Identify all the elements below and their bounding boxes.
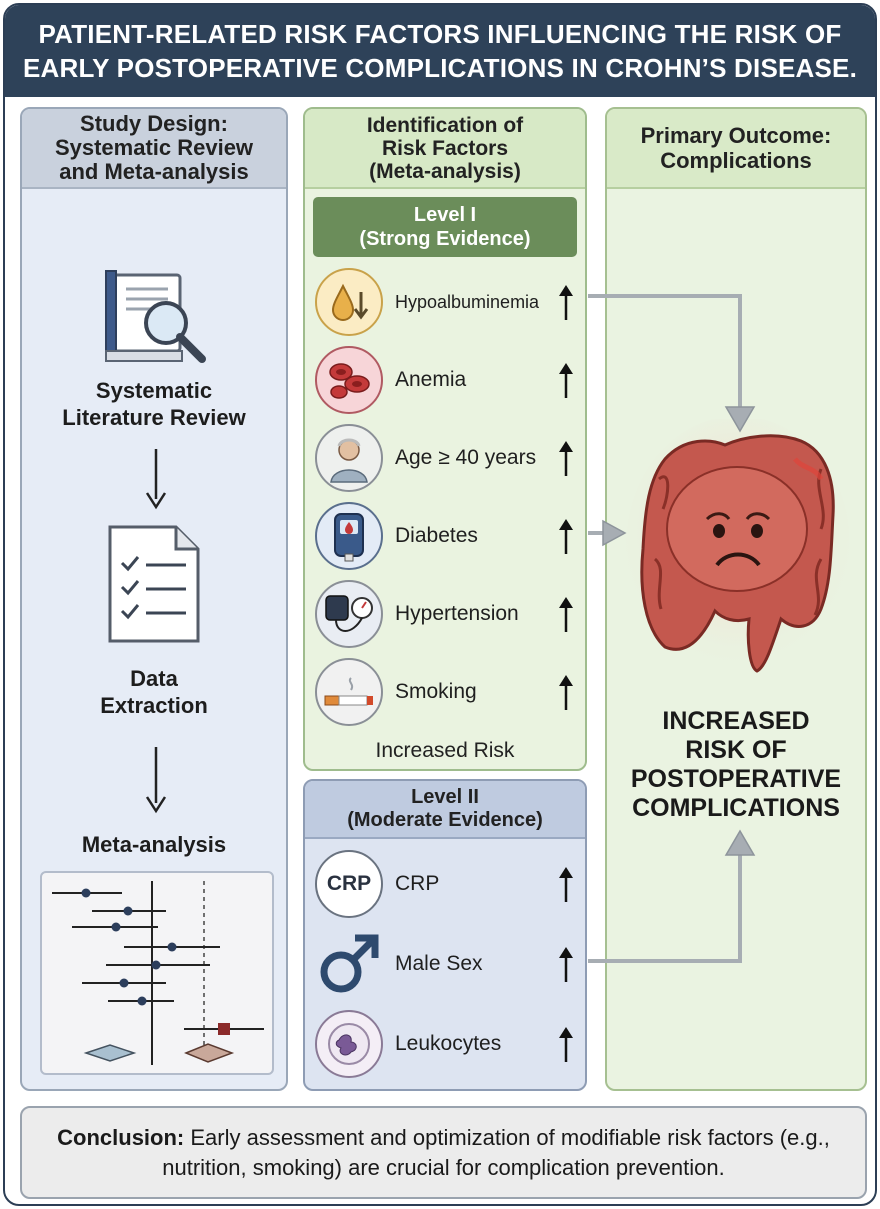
risk-factor-crp: CRP CRP bbox=[315, 849, 577, 919]
up-arrow-icon bbox=[555, 360, 577, 400]
crp-badge-icon: CRP bbox=[315, 850, 383, 918]
level-2-panel: Level II (Moderate Evidence) CRP CRP Mal… bbox=[303, 779, 587, 1091]
outcome-result-line-4: COMPLICATIONS bbox=[632, 794, 840, 822]
header-title-line-2: EARLY POSTOPERATIVE COMPLICATIONS IN CRO… bbox=[22, 53, 858, 83]
identification-title-1: Identification of bbox=[366, 113, 524, 137]
step-2-line-2: Extraction bbox=[100, 693, 208, 718]
glucometer-icon bbox=[315, 502, 383, 570]
study-design-column: Study Design: Systematic Review and Meta… bbox=[20, 107, 288, 1091]
identification-title-2: Risk Factors bbox=[381, 136, 509, 160]
risk-label: Smoking bbox=[395, 680, 477, 703]
elderly-person-icon bbox=[315, 424, 383, 492]
step-3-line-1: Meta-analysis bbox=[81, 832, 227, 857]
level-2-title: Level II bbox=[411, 786, 479, 808]
risk-factor-hypoalbuminemia: Hypoalbuminemia bbox=[315, 267, 577, 337]
up-arrow-icon bbox=[555, 516, 577, 556]
outcome-column: Primary Outcome: Complications INCREASED bbox=[605, 107, 867, 1091]
albumin-drop-icon bbox=[315, 268, 383, 336]
cigarette-icon bbox=[315, 658, 383, 726]
step-1-line-1: Systematic bbox=[95, 378, 213, 403]
risk-label: Male Sex bbox=[395, 952, 483, 975]
outcome-result-line-2: RISK OF bbox=[685, 736, 787, 764]
up-arrow-icon bbox=[555, 1024, 577, 1064]
step-literature-review: Systematic Literature Review bbox=[22, 377, 286, 431]
up-arrow-icon bbox=[555, 672, 577, 712]
risk-factor-male-sex: Male Sex bbox=[315, 929, 577, 999]
level-2-header: Level II (Moderate Evidence) bbox=[305, 781, 585, 839]
study-design-title-3: and Meta-analysis bbox=[59, 159, 249, 184]
up-arrow-icon bbox=[555, 594, 577, 634]
risk-label: Hypertension bbox=[395, 602, 519, 625]
checklist-icon bbox=[108, 525, 200, 643]
header-banner: PATIENT-RELATED RISK FACTORS INFLUENCING… bbox=[5, 5, 875, 97]
infographic-frame: PATIENT-RELATED RISK FACTORS INFLUENCING… bbox=[3, 3, 877, 1206]
identification-title-3: (Meta-analysis) bbox=[369, 159, 521, 183]
level-2-subtitle: (Moderate Evidence) bbox=[347, 809, 543, 831]
risk-label: Leukocytes bbox=[395, 1032, 502, 1055]
risk-label: Age ≥ 40 years bbox=[395, 446, 537, 469]
outcome-title-1: Primary Outcome: bbox=[640, 123, 832, 148]
forest-plot-icon bbox=[40, 871, 274, 1075]
male-symbol-icon bbox=[315, 930, 383, 998]
up-arrow-icon bbox=[555, 438, 577, 478]
level-1-subtitle: (Strong Evidence) bbox=[359, 228, 531, 250]
up-arrow-icon bbox=[555, 864, 577, 904]
conclusion-box: Conclusion: Early assessment and optimiz… bbox=[20, 1106, 867, 1199]
sad-colon-icon bbox=[626, 419, 850, 673]
down-arrow-icon bbox=[145, 747, 167, 814]
study-design-header: Study Design: Systematic Review and Meta… bbox=[22, 109, 286, 189]
risk-label: Diabetes bbox=[395, 524, 478, 547]
risk-factor-smoking: Smoking bbox=[315, 657, 577, 727]
risk-factor-age: Age ≥ 40 years bbox=[315, 423, 577, 493]
risk-label: Hypoalbuminemia bbox=[395, 291, 540, 312]
outcome-title-2: Complications bbox=[660, 148, 812, 173]
step-2-line-1: Data bbox=[130, 666, 178, 691]
conclusion-label: Conclusion: bbox=[57, 1124, 185, 1150]
increased-risk-caption: Increased Risk bbox=[375, 739, 515, 762]
level-1-banner: Level I (Strong Evidence) bbox=[313, 197, 577, 257]
study-design-title-2: Systematic Review bbox=[54, 135, 254, 160]
risk-label: Anemia bbox=[395, 368, 467, 391]
identification-header: Identification of Risk Factors (Meta-ana… bbox=[305, 109, 585, 189]
identification-column: Identification of Risk Factors (Meta-ana… bbox=[303, 107, 587, 771]
blood-pressure-cuff-icon bbox=[315, 580, 383, 648]
conclusion-text: Early assessment and optimization of mod… bbox=[162, 1124, 830, 1180]
risk-factor-hypertension: Hypertension bbox=[315, 579, 577, 649]
outcome-header: Primary Outcome: Complications bbox=[607, 109, 865, 189]
white-blood-cell-icon bbox=[315, 1010, 383, 1078]
risk-factor-anemia: Anemia bbox=[315, 345, 577, 415]
red-blood-cell-icon bbox=[315, 346, 383, 414]
outcome-result: INCREASED RISK OF POSTOPERATIVE COMPLICA… bbox=[607, 707, 865, 823]
header-title-line-1: PATIENT-RELATED RISK FACTORS INFLUENCING… bbox=[38, 19, 842, 49]
book-magnifier-icon bbox=[105, 270, 206, 363]
risk-factor-diabetes: Diabetes bbox=[315, 501, 577, 571]
up-arrow-icon bbox=[555, 282, 577, 322]
study-design-title-1: Study Design: bbox=[80, 111, 228, 136]
risk-factor-leukocytes: Leukocytes bbox=[315, 1009, 577, 1079]
level-1-title: Level I bbox=[413, 204, 477, 226]
risk-label: CRP bbox=[395, 872, 440, 895]
down-arrow-icon bbox=[145, 449, 167, 510]
step-1-line-2: Literature Review bbox=[62, 405, 246, 430]
step-data-extraction: Data Extraction bbox=[22, 665, 286, 719]
step-meta-analysis: Meta-analysis bbox=[22, 831, 286, 858]
crp-badge-text: CRP bbox=[326, 872, 372, 895]
outcome-result-line-1: INCREASED bbox=[662, 707, 810, 735]
outcome-result-line-3: POSTOPERATIVE bbox=[630, 765, 842, 793]
up-arrow-icon bbox=[555, 944, 577, 984]
